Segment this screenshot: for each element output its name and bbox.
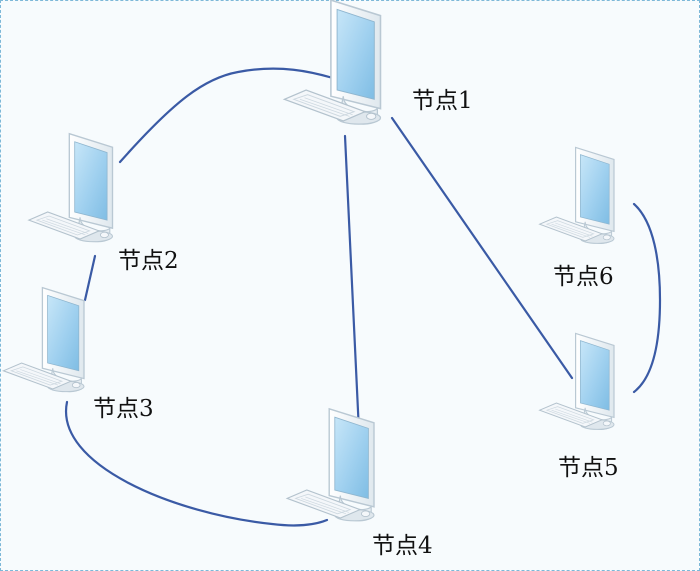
node-3-label: 节点3: [93, 396, 154, 422]
edge-node3-node4: [64, 400, 329, 527]
node-1: [283, 0, 382, 125]
edge-node1-node4: [343, 134, 361, 434]
node-1-label: 节点1: [412, 88, 473, 114]
edge-node2-node3: [83, 254, 97, 302]
node-2-label: 节点2: [118, 248, 179, 274]
node-5-label: 节点5: [558, 455, 619, 481]
node-2: [28, 133, 114, 243]
edge-node1-node2: [118, 67, 335, 164]
node-4-label: 节点4: [372, 533, 433, 559]
node-3: [2, 286, 85, 393]
computer-icon: [283, 0, 382, 125]
node-6-label: 节点6: [553, 264, 614, 290]
computer-icon: [2, 286, 85, 393]
computer-icon: [28, 133, 114, 243]
computer-icon: [286, 408, 375, 522]
edge-node1-node5: [390, 116, 574, 380]
edge-node5-node6: [632, 202, 662, 394]
node-6: [538, 146, 615, 244]
computer-icon: [538, 146, 615, 244]
node-4: [286, 408, 375, 522]
